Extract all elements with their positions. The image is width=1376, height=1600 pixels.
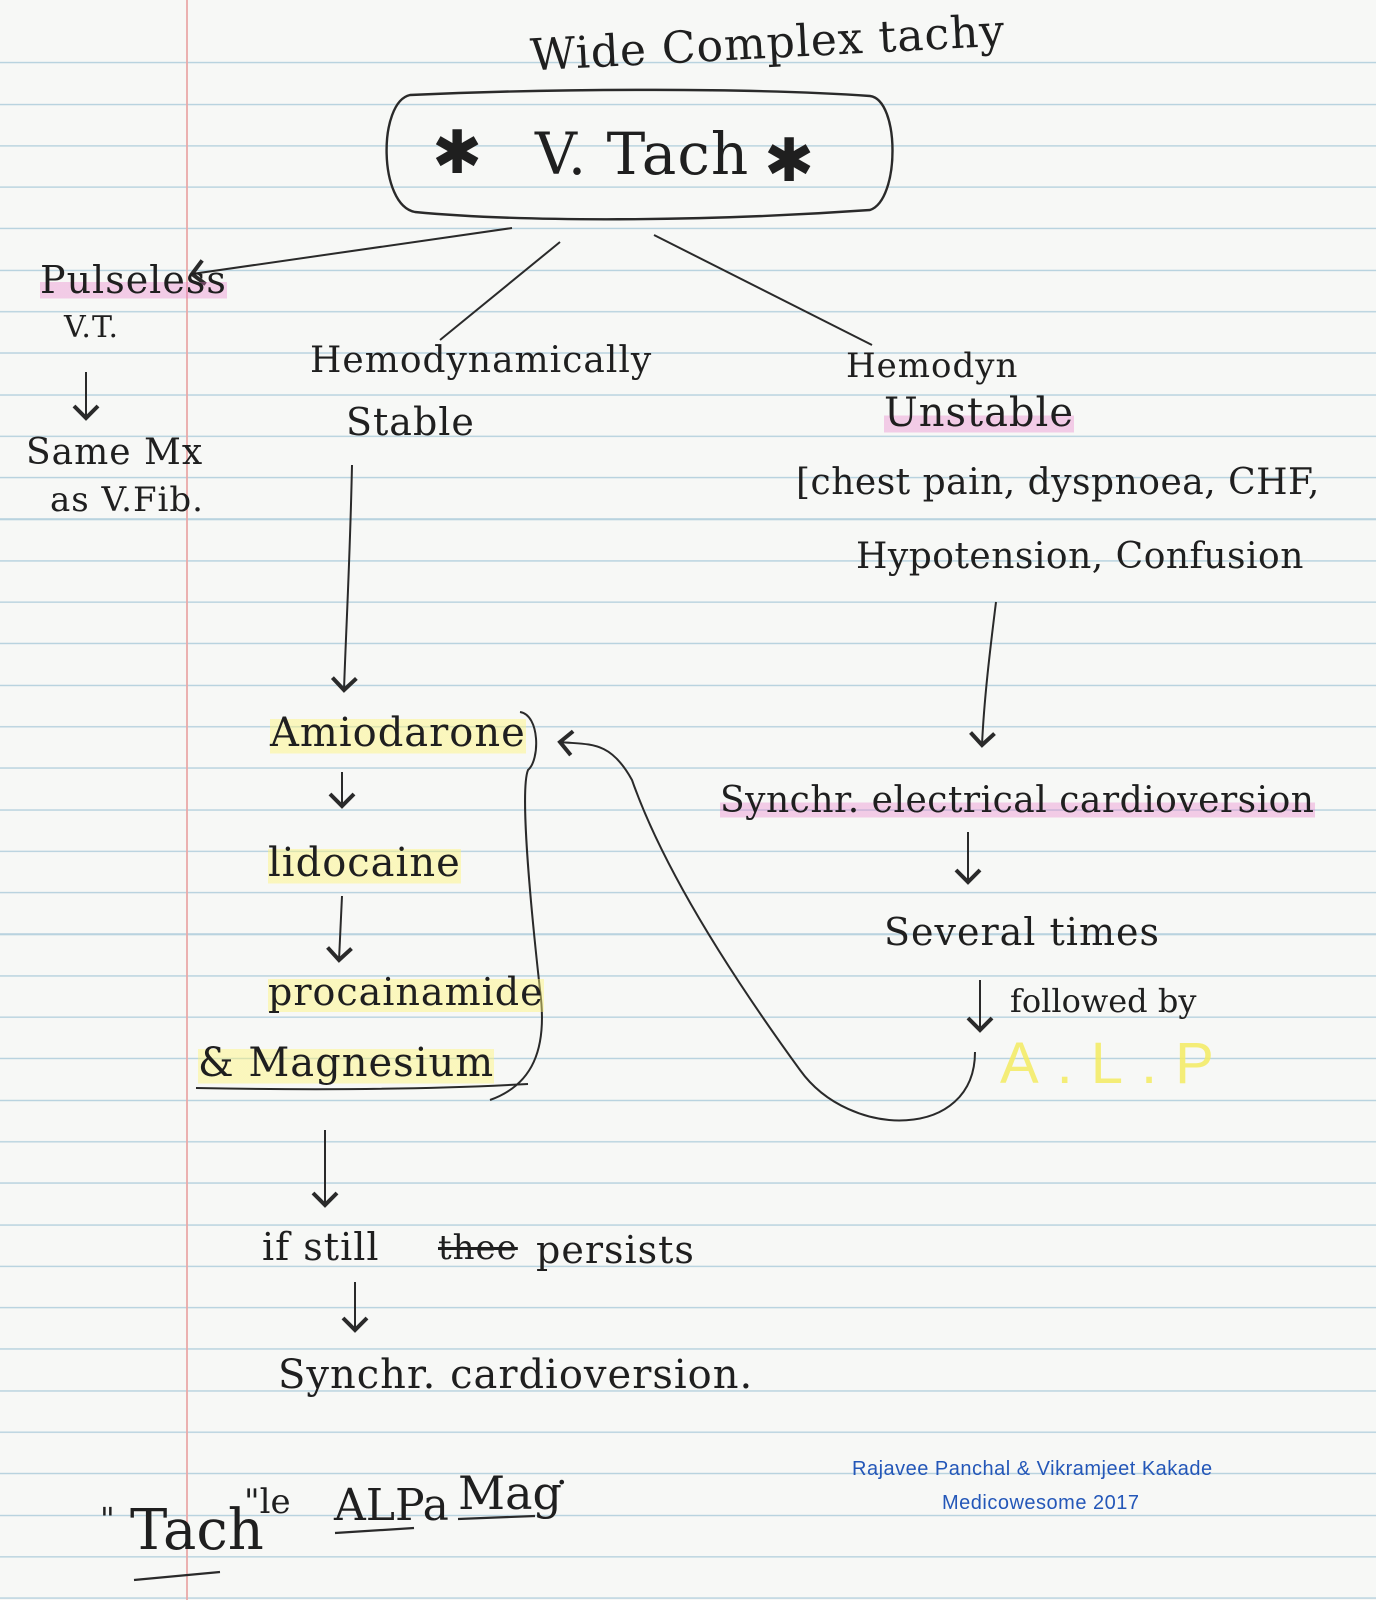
pulseless-result-line2: as V.Fib. (50, 480, 204, 520)
drug-group-underline (195, 1083, 529, 1091)
unstable-symptoms-line1: [chest pain, dyspnoea, CHF, (796, 462, 1320, 503)
branch-line-pulseless (189, 227, 513, 286)
mnemonic-underline-mag (457, 1514, 536, 1521)
credit-authors: Rajavee Panchal & Vikramjeet Kakade (852, 1458, 1213, 1480)
credit-source: Medicowesome 2017 (942, 1492, 1140, 1514)
root-symbol-right: ✱ (764, 126, 816, 196)
unstable-symptoms-line2: Hypotension, Confusion (856, 536, 1304, 577)
mnemonic-underline-tach (133, 1570, 221, 1582)
struck-out-word: thee (438, 1228, 518, 1268)
unstable-followed-by: followed by (1010, 982, 1197, 1020)
mnemonic-underline-alpa (334, 1526, 415, 1535)
stable-title-line1: Hemodynamically (310, 340, 653, 381)
mnemonic-word-tach-suffix: "le (244, 1482, 291, 1522)
unstable-alp: A.L.P (1000, 1031, 1232, 1096)
arrow-loop-back-to-amiodarone (557, 729, 976, 1122)
pulseless-result-line1: Same Mx (26, 432, 204, 473)
root-node-label: V. Tach (535, 120, 750, 188)
pulseless-subtitle: V.T. (64, 310, 120, 345)
mnemonic-word-alpa: ALPa (334, 1480, 449, 1531)
mnemonic-word-mag: Mag (458, 1466, 562, 1520)
drug-group-bracket (489, 711, 543, 1101)
unstable-title-line2: Unstable (884, 390, 1074, 436)
mnemonic-dot: . (556, 1452, 569, 1493)
persists-text: persists (536, 1228, 695, 1272)
stable-title-line2: Stable (346, 400, 475, 444)
drug-lidocaine: lidocaine (268, 840, 461, 886)
root-box-outline (385, 88, 894, 221)
final-synchr-cardioversion: Synchr. cardioversion. (278, 1352, 754, 1398)
unstable-title-line1: Hemodyn (846, 346, 1019, 386)
unstable-synchr-electrical-cardioversion: Synchr. electrical cardioversion (720, 780, 1315, 821)
if-still-text: if still (262, 1225, 380, 1269)
mnemonic-word-tach: Tach (130, 1498, 264, 1563)
drug-magnesium: & Magnesium (198, 1040, 495, 1086)
drug-procainamide: procainamide (268, 970, 544, 1014)
arrow-lidocaine-procainamide (326, 895, 353, 963)
mnemonic-quote: " (100, 1500, 116, 1538)
margin-line (186, 0, 188, 1600)
unstable-several-times: Several times (884, 910, 1160, 954)
root-symbol-left: ✱ (432, 118, 484, 188)
branch-line-stable (439, 241, 561, 341)
arrow-stable-to-amiodarone (330, 464, 358, 693)
drug-amiodarone: Amiodarone (270, 710, 526, 756)
branch-line-unstable (653, 234, 873, 346)
arrow-symptoms-to-cardioversion (969, 601, 997, 748)
pulseless-title: Pulseless (40, 258, 227, 302)
